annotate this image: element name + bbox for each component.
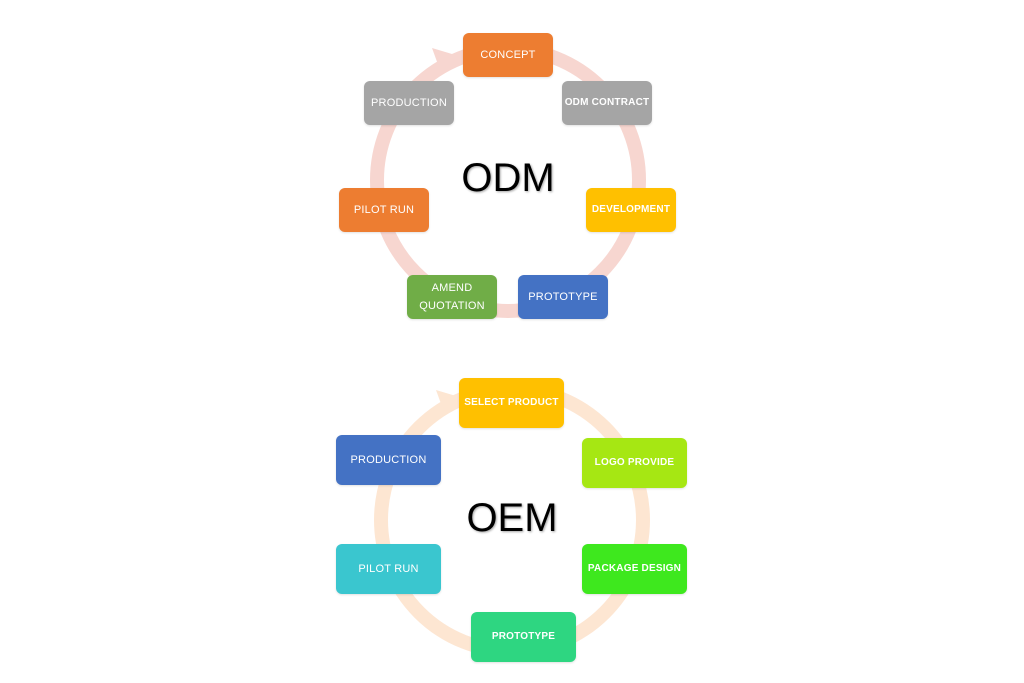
odm-ring-arrowhead [432, 48, 452, 70]
oem-step-logo-provide[interactable]: LOGO PROVIDE [582, 438, 687, 488]
oem-ring-arrowhead [436, 390, 456, 412]
oem-step-prototype[interactable]: PROTOTYPE [471, 612, 576, 662]
odm-step-prototype[interactable]: PROTOTYPE [518, 275, 608, 319]
oem-title: OEM [466, 496, 558, 540]
oem-step-pilot-run[interactable]: PILOT RUN [336, 544, 441, 594]
oem-step-select-product[interactable]: SELECT PRODUCT [459, 378, 564, 428]
oem-step-production[interactable]: PRODUCTION [336, 435, 441, 485]
odm-step-production[interactable]: PRODUCTION [364, 81, 454, 125]
odm-cycle-diagram: ODM CONCEPT ODM CONTRACT DEVELOPMENT PRO… [0, 0, 1024, 340]
odm-title: ODM [461, 156, 555, 200]
odm-step-development[interactable]: DEVELOPMENT [586, 188, 676, 232]
odm-step-amend-quotation[interactable]: AMEND QUOTATION [407, 275, 497, 319]
oem-cycle-diagram: OEM SELECT PRODUCT LOGO PROVIDE PACKAGE … [0, 360, 1024, 683]
odm-step-concept[interactable]: CONCEPT [463, 33, 553, 77]
odm-step-pilot-run[interactable]: PILOT RUN [339, 188, 429, 232]
odm-step-odm-contract[interactable]: ODM CONTRACT [562, 81, 652, 125]
oem-step-package-design[interactable]: PACKAGE DESIGN [582, 544, 687, 594]
